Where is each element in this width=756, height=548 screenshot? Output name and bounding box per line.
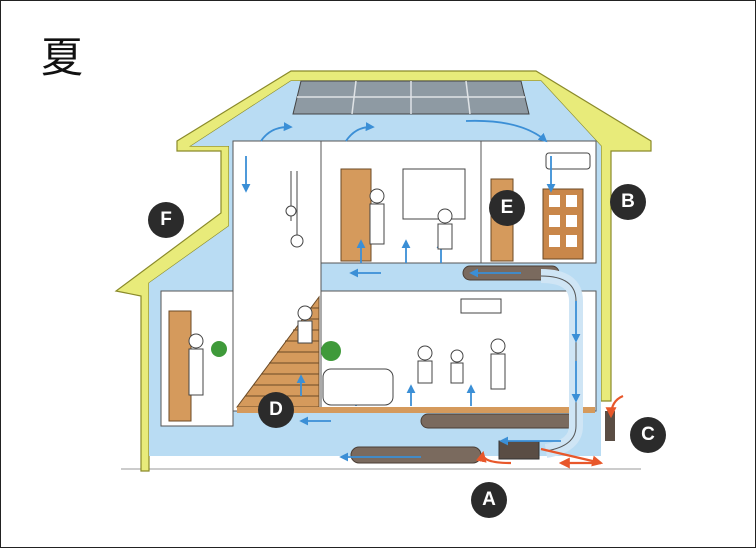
marker-a: A xyxy=(471,482,507,518)
ventilation-unit xyxy=(499,441,539,459)
marker-f: F xyxy=(148,202,184,238)
marker-e: E xyxy=(489,190,525,226)
upper-window xyxy=(403,169,465,219)
wall-cabinet xyxy=(543,189,583,259)
air-conditioner-unit xyxy=(546,153,590,169)
marker-d: D xyxy=(258,392,294,428)
entrance-door xyxy=(169,311,191,421)
marker-c: C xyxy=(630,417,666,453)
solar-panels xyxy=(293,81,529,114)
range-hood xyxy=(461,299,501,313)
sofa xyxy=(323,369,393,405)
upper-door-left xyxy=(341,169,371,261)
marker-b: B xyxy=(610,184,646,220)
